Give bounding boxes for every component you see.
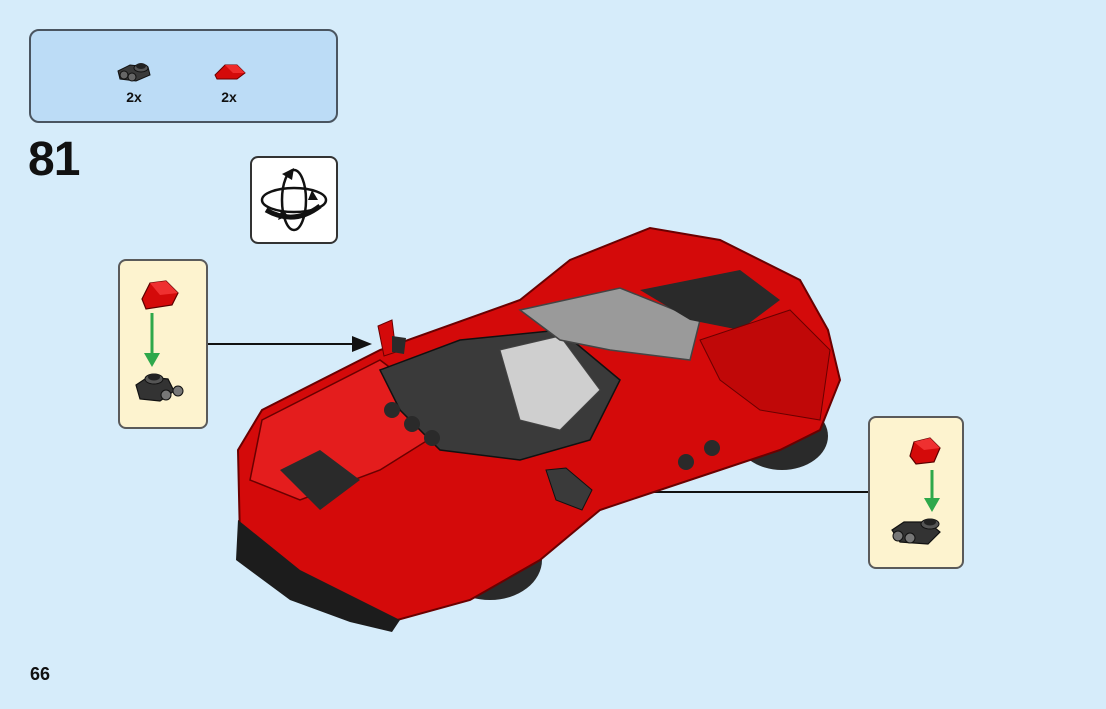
page-number: 66 [30,664,50,685]
